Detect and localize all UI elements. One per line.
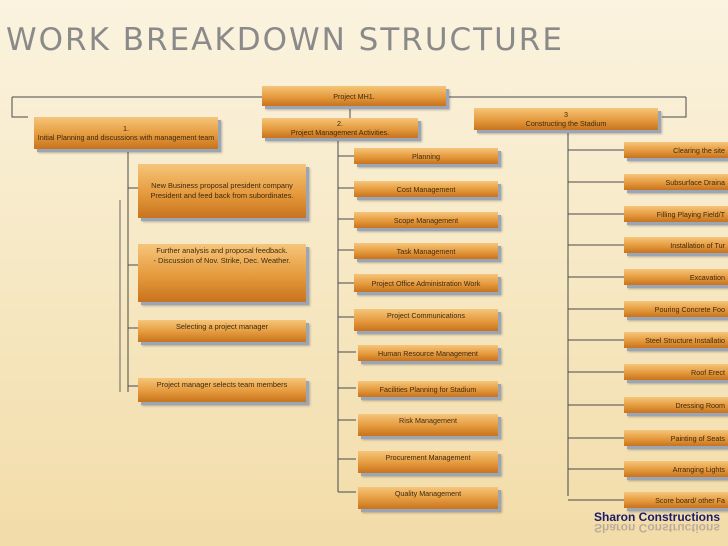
branch-3-child-label: Score board/ other Fa — [655, 495, 725, 505]
branch-2-child: Quality Management — [358, 487, 498, 509]
branch-2-child: Human Resource Management — [358, 345, 498, 361]
branch-3-child-label: Steel Structure Installatio — [645, 335, 725, 345]
branch-3-child: Pouring Concrete Foo — [624, 301, 728, 317]
branch-2-child: Procurement Management — [358, 451, 498, 473]
branch-3-child: Score board/ other Fa — [624, 492, 728, 508]
branch-2-child-label: Facilities Planning for Stadium — [379, 384, 477, 394]
branch-2-child: Project Office Administration Work — [354, 274, 498, 292]
branch-2-child-label: Task Management — [396, 246, 456, 256]
branch-2-child-label: Quality Management — [394, 489, 462, 498]
branch-2-child-label: Project Office Administration Work — [371, 278, 481, 288]
branch-2-child-label: Planning — [412, 151, 440, 161]
branch-2-child: Cost Management — [354, 181, 498, 197]
branch-2-child: Scope Management — [354, 212, 498, 228]
branch-2-label: 2. Project Management Activities. — [290, 119, 390, 137]
logo-reflection: Sharon Constructions — [594, 521, 721, 535]
branch-2-child-label: Project Communications — [387, 311, 465, 320]
branch-1-child-label: Further analysis and proposal feedback. … — [153, 246, 291, 265]
branch-3-child: Excavation — [624, 269, 728, 285]
branch-3-child-label: Arranging Lights — [672, 464, 725, 474]
branch-3-child: Filling Playing Field/T — [624, 206, 728, 222]
branch-2-child: Project Communications — [354, 309, 498, 331]
root-label: Project MH1. — [333, 91, 375, 101]
branch-2-child-label: Scope Management — [393, 215, 459, 225]
branch-1-child: Selecting a project manager — [138, 320, 306, 342]
branch-3-child-label: Clearing the site — [673, 145, 725, 155]
branch-2-child: Risk Management — [358, 414, 498, 436]
branch-2-child: Task Management — [354, 243, 498, 259]
branch-3-child: Steel Structure Installatio — [624, 332, 728, 348]
branch-1-node: 1. Initial Planning and discussions with… — [34, 117, 218, 149]
branch-2-child-label: Cost Management — [396, 184, 456, 194]
branch-2-child: Facilities Planning for Stadium — [358, 381, 498, 397]
branch-1-child-label: Selecting a project manager — [175, 322, 269, 331]
branch-3-child: Arranging Lights — [624, 461, 728, 477]
page-title: WORK BREAKDOWN STRUCTURE — [6, 22, 564, 58]
branch-1-child-label: Project manager selects team members — [156, 380, 288, 389]
branch-1-child: Further analysis and proposal feedback. … — [138, 244, 306, 302]
branch-3-child-label: Painting of Seats — [670, 433, 725, 443]
branch-1-label: 1. Initial Planning and discussions with… — [37, 124, 215, 142]
branch-3-child-label: Installation of Tur — [670, 240, 725, 250]
branch-3-child-label: Subsurface Draina — [665, 177, 725, 187]
branch-3-child-label: Filling Playing Field/T — [656, 209, 725, 219]
branch-3-child: Installation of Tur — [624, 237, 728, 253]
branch-2-node: 2. Project Management Activities. — [262, 118, 418, 138]
root-node: Project MH1. — [262, 86, 446, 106]
branch-1-child: New Business proposal president company … — [138, 164, 306, 218]
branch-3-child-label: Pouring Concrete Foo — [654, 304, 725, 314]
branch-3-child: Roof Erect — [624, 364, 728, 380]
branch-3-node: 3 Constructing the Stadium — [474, 108, 658, 130]
branch-3-child: Painting of Seats — [624, 430, 728, 446]
branch-3-child: Dressing Room — [624, 397, 728, 413]
branch-3-child-label: Roof Erect — [691, 367, 725, 377]
branch-2-child-label: Procurement Management — [385, 453, 471, 462]
branch-1-child: Project manager selects team members — [138, 378, 306, 402]
branch-3-label: 3 Constructing the Stadium — [525, 110, 607, 128]
company-logo: Sharon Constructions Sharon Construction… — [594, 510, 721, 544]
branch-3-child: Subsurface Draina — [624, 174, 728, 190]
branch-2-child-label: Human Resource Management — [378, 348, 478, 358]
branch-3-child-label: Excavation — [689, 272, 725, 282]
branch-3-child: Clearing the site — [624, 142, 728, 158]
branch-1-child-label: New Business proposal president company … — [150, 181, 294, 200]
logo-text: Sharon Constructions — [594, 510, 721, 524]
branch-2-child: Planning — [354, 148, 498, 164]
branch-3-child-label: Dressing Room — [675, 400, 725, 410]
branch-2-child-label: Risk Management — [399, 416, 457, 425]
